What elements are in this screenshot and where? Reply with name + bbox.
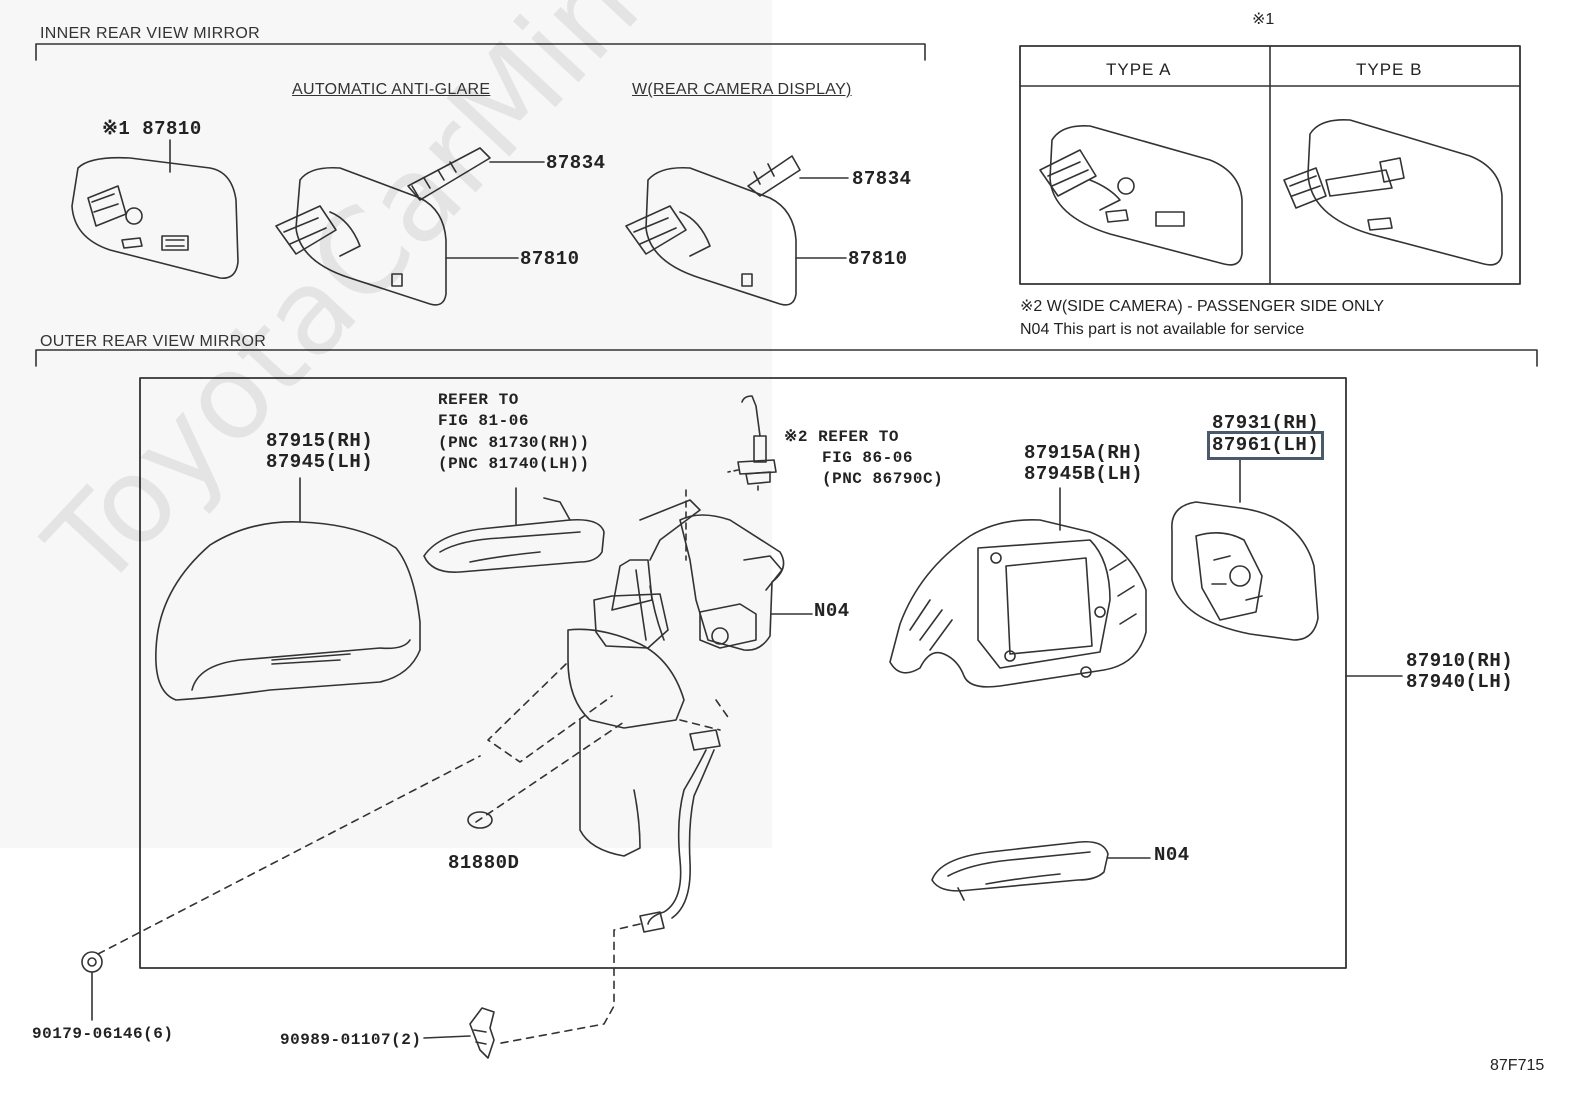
refer-fig-label: FIG 81-06	[438, 412, 529, 430]
outer-section-bracket	[35, 349, 1538, 367]
part-87810-anti-glare: 87810	[520, 248, 580, 270]
auto-anti-glare-heading: AUTOMATIC ANTI-GLARE	[292, 81, 491, 98]
mirror-glass	[1171, 501, 1319, 641]
part-87915-rh: 87915(RH)	[266, 430, 374, 452]
nut-90179	[81, 951, 103, 973]
inner-section-bracket	[35, 43, 926, 61]
inner-mirror-3	[625, 166, 797, 306]
type-a-mirror	[1039, 124, 1243, 266]
part-87810-small: ※1 87810	[102, 118, 202, 140]
mirror-housing	[889, 519, 1147, 688]
mirror-cover	[155, 521, 421, 701]
type-b-mirror	[1283, 118, 1503, 266]
refer2-pnc-label: (PNC 86790C)	[822, 470, 944, 488]
part-90989: 90989-01107(2)	[280, 1031, 422, 1049]
side-camera-note: ※2 W(SIDE CAMERA) - PASSENGER SIDE ONLY	[1020, 298, 1384, 315]
side-camera	[737, 395, 777, 485]
clip-90989	[469, 1007, 495, 1059]
mirror-base	[567, 499, 785, 857]
part-n04-signal: N04	[1154, 844, 1190, 866]
refer-to-label: REFER TO	[438, 391, 519, 409]
outer-section-title: OUTER REAR VIEW MIRROR	[40, 333, 267, 350]
part-87810-camera: 87810	[848, 248, 908, 270]
refer2-fig-label: FIG 86-06	[822, 449, 913, 467]
part-87915a-rh: 87915A(RH)	[1024, 442, 1144, 464]
part-87961-lh[interactable]: 87961(LH)	[1206, 431, 1325, 460]
part-87834-anti-glare: 87834	[546, 152, 606, 174]
type-table-marker: ※1	[1252, 11, 1275, 28]
part-87910-rh: 87910(RH)	[1406, 650, 1514, 672]
part-n04-base: N04	[814, 600, 850, 622]
refer2-to-label: ※2 REFER TO	[784, 428, 899, 446]
wire-harness	[639, 729, 721, 933]
part-87945b-lh: 87945B(LH)	[1024, 463, 1144, 485]
type-a-header: TYPE A	[1106, 60, 1172, 79]
plug-81880d	[467, 811, 493, 829]
refer-pnc-rh-label: (PNC 81730(RH))	[438, 434, 590, 452]
part-90179: 90179-06146(6)	[32, 1025, 174, 1043]
part-81880d: 81880D	[448, 852, 520, 874]
turn-signal-upper	[423, 497, 605, 573]
part-87945-lh: 87945(LH)	[266, 451, 374, 473]
n04-note: N04 This part is not available for servi…	[1020, 321, 1305, 338]
type-b-header: TYPE B	[1356, 60, 1423, 79]
part-87940-lh: 87940(LH)	[1406, 671, 1514, 693]
background-panel	[0, 0, 772, 848]
part-87834-camera: 87834	[852, 168, 912, 190]
inner-mirror-2	[275, 166, 447, 306]
turn-signal-lower	[931, 840, 1109, 901]
rear-camera-heading: W(REAR CAMERA DISPLAY)	[632, 81, 852, 98]
refer-pnc-lh-label: (PNC 81740(LH))	[438, 455, 590, 473]
inner-mirror-1	[71, 156, 239, 279]
outer-group-frame	[139, 377, 1347, 969]
figure-code: 87F715	[1490, 1057, 1545, 1074]
part-87931-rh: 87931(RH)	[1212, 412, 1320, 434]
inner-section-title: INNER REAR VIEW MIRROR	[40, 25, 260, 42]
